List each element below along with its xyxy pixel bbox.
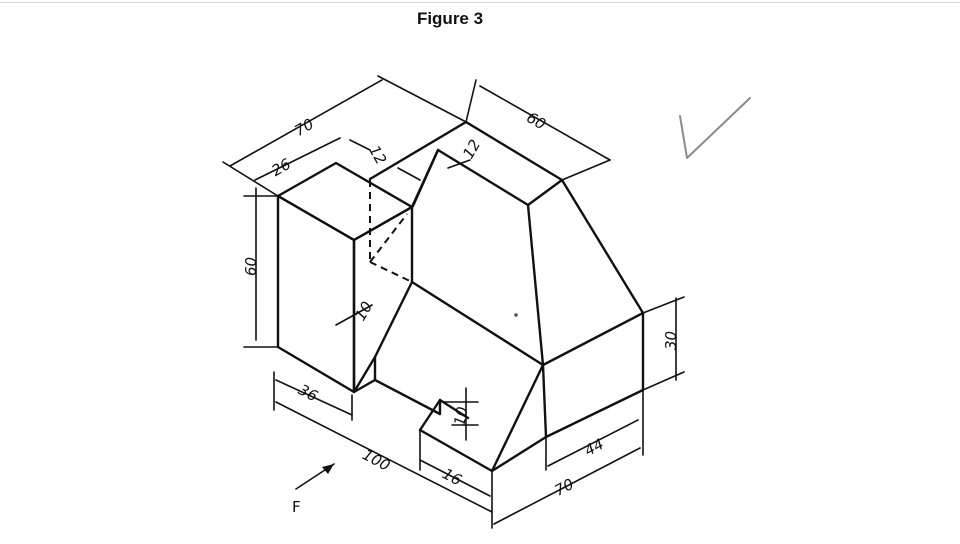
ext-line-60-b [561, 159, 611, 181]
hidden-edge-diagonal [369, 213, 408, 263]
dim-label-10-step: 10 [450, 405, 471, 427]
dim-label-12-a: 12 [365, 142, 390, 168]
dim-label-26: 26 [268, 155, 294, 180]
hidden-lines [369, 180, 413, 283]
step-front [418, 363, 545, 473]
upright-front-face [276, 194, 356, 394]
dim-label-70-right: 70 [551, 475, 576, 500]
dim-arrow-12b [447, 159, 471, 169]
right-block-edges [544, 311, 645, 439]
check-mark-icon [679, 97, 751, 159]
figure-title: Figure 3 [416, 9, 484, 28]
dim-line-16 [419, 459, 491, 497]
dim-line-44 [547, 419, 639, 467]
ext-line-70-b [377, 75, 471, 125]
ext-line-30-a [642, 296, 685, 314]
ext-line-70-a [222, 161, 279, 197]
upright-top-face [276, 161, 414, 242]
base-front-edge [490, 435, 548, 473]
view-arrow-head [322, 464, 334, 474]
dim-line-60-top [479, 85, 611, 161]
dim-label-30: 30 [662, 331, 680, 350]
ext-line-30-b [642, 371, 685, 391]
hidden-edge-lower [369, 261, 413, 283]
dim-label-60-left: 60 [242, 257, 260, 276]
view-arrow-label: F [292, 498, 301, 516]
view-arrow: F [292, 463, 335, 516]
ext-line-60-a [465, 79, 477, 123]
dim-line-10-wall [335, 304, 373, 326]
slot-edge [410, 148, 440, 209]
dim-label-100: 100 [359, 445, 393, 474]
right-taper-face [541, 178, 645, 367]
sloped-face-edges [410, 203, 545, 367]
dim-line-26 [254, 137, 341, 181]
dim-arrow-12a [349, 139, 371, 151]
top-border [0, 2, 960, 3]
upright-side-face [352, 205, 414, 394]
dim-label-12-b: 12 [459, 136, 484, 162]
dim-line-36 [275, 379, 353, 416]
dimension-labels: 70 26 12 12 60 60 10 36 10 100 16 30 44 … [242, 108, 680, 499]
dim-line-70-right [493, 447, 641, 525]
step-top [373, 355, 470, 420]
object-outline [276, 120, 645, 473]
back-top-edges [368, 120, 564, 208]
dimension-lines [222, 75, 685, 529]
dim-line-70-top [229, 79, 383, 167]
dim-arrow-12a2 [397, 167, 421, 181]
right-block-edge [541, 363, 548, 439]
dim-label-16: 16 [439, 464, 464, 489]
base-joint [352, 378, 377, 394]
dim-label-36: 36 [295, 380, 320, 405]
dim-line-100 [275, 401, 493, 513]
dot-mark [514, 313, 518, 317]
